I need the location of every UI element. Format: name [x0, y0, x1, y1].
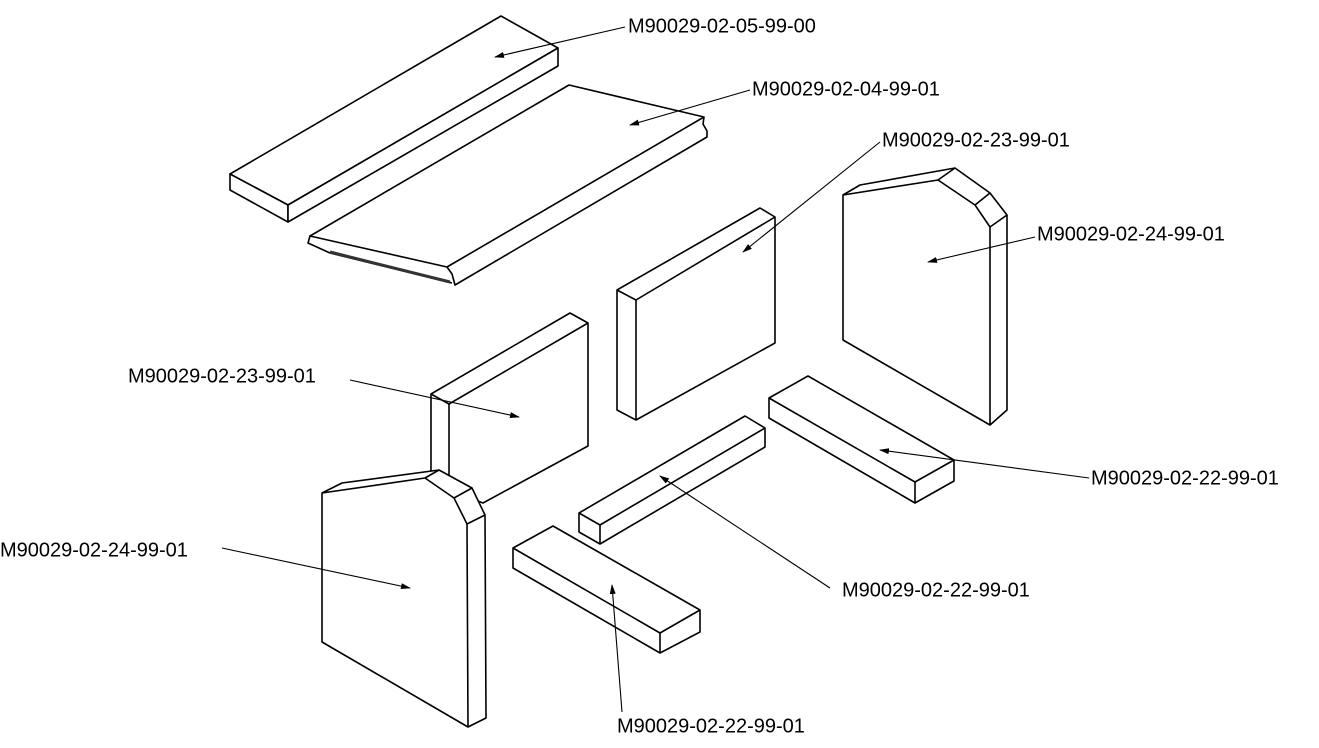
part-floor-brick-right	[768, 375, 955, 504]
label-floor-brick-middle: M90029-02-22-99-01	[842, 579, 1030, 601]
leader-lines	[221, 26, 1090, 713]
part-back-panel-right	[616, 207, 776, 421]
label-top-brick: M90029-02-05-99-00	[628, 15, 816, 37]
part-floor-brick-middle	[578, 415, 766, 545]
part-side-panel-right	[842, 167, 1008, 426]
part-side-panel-left	[321, 469, 487, 728]
label-side-panel-left: M90029-02-24-99-01	[0, 539, 188, 561]
part-floor-brick-lower	[512, 525, 701, 654]
part-baffle-plate	[307, 84, 708, 286]
label-back-panel-left: M90029-02-23-99-01	[128, 365, 316, 387]
label-floor-brick-lower: M90029-02-22-99-01	[617, 715, 805, 737]
label-back-panel-right: M90029-02-23-99-01	[882, 129, 1070, 151]
label-baffle-plate: M90029-02-04-99-01	[752, 78, 940, 100]
label-side-panel-right: M90029-02-24-99-01	[1037, 223, 1225, 245]
label-floor-brick-right: M90029-02-22-99-01	[1091, 467, 1279, 489]
part-top-brick	[229, 15, 559, 223]
part-back-panel-left	[430, 312, 589, 504]
